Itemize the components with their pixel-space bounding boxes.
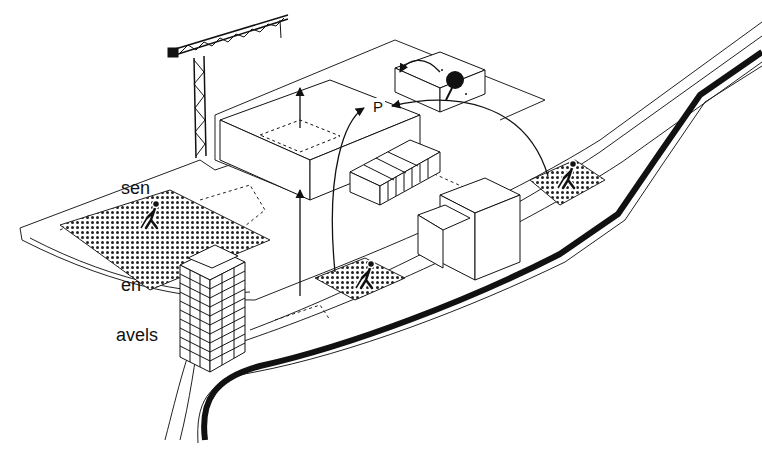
location-pin xyxy=(441,69,467,100)
striped-building xyxy=(350,140,440,205)
label-text: en xyxy=(121,276,141,294)
work-patch xyxy=(315,258,405,300)
flow-arrow xyxy=(300,60,548,296)
street-lines xyxy=(20,22,762,443)
building-cluster xyxy=(418,178,520,280)
worker-icon xyxy=(558,161,577,189)
label-text: P xyxy=(371,98,385,115)
worker-icon xyxy=(141,201,160,229)
label-text: sen xyxy=(121,179,150,197)
worker-icon xyxy=(356,261,375,289)
tower-building xyxy=(180,245,245,372)
label-text: avels xyxy=(116,326,158,344)
work-patch xyxy=(530,160,605,205)
quay-wall xyxy=(204,52,762,440)
